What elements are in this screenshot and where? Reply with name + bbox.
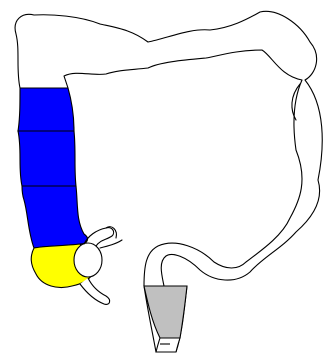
ascending-colon-middle-segment [18, 131, 76, 186]
ascending-colon-lower-segment [22, 186, 87, 248]
ascending-colon-upper-segment [18, 88, 74, 131]
anal-canal [156, 338, 180, 352]
appendix [80, 278, 110, 304]
terminal-ileum-lower [100, 240, 122, 248]
rectum-distal-segment [144, 286, 187, 338]
ileocecal-valve [74, 243, 102, 277]
